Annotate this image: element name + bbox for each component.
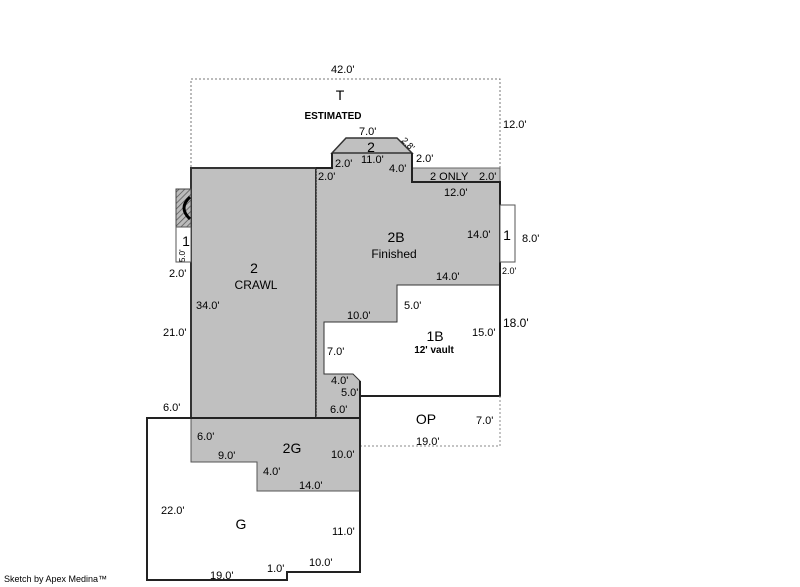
dim: 5.0' (404, 300, 421, 312)
area-crawl (190, 167, 317, 419)
dim: 10.0' (309, 557, 333, 569)
dim: 34.0' (196, 300, 220, 312)
dim: 4.0' (263, 466, 280, 478)
dim: 2.0' (502, 266, 517, 276)
area-top-bump (330, 137, 414, 154)
dim: 5.0' (178, 249, 187, 262)
dim: 18.0' (503, 316, 529, 330)
dim: 7.0' (327, 346, 344, 358)
dim: 14.0' (467, 229, 491, 241)
dim: 11.0' (361, 154, 384, 166)
dim: 19.0' (416, 436, 440, 448)
label-vault: 12' vault (414, 345, 454, 356)
label-2b: 2B (387, 229, 404, 245)
dim: 2.0' (416, 153, 433, 165)
dim: 6.0' (163, 402, 180, 414)
dim: 14.0' (436, 271, 460, 283)
label-t: T (336, 87, 345, 103)
area-left-1 (175, 226, 192, 263)
sketch-credit: Sketch by Apex Medina™ (4, 574, 108, 584)
dim: 1.0' (267, 563, 284, 575)
dim: 8.0' (522, 233, 539, 245)
label-finished: Finished (371, 247, 416, 261)
label-crawl: CRAWL (235, 278, 278, 292)
dim: 11.0' (332, 526, 355, 538)
area-op-outline (360, 396, 501, 447)
dim: 19.0' (210, 570, 234, 582)
dim: 4.0' (331, 375, 348, 387)
label-2g: 2G (283, 440, 302, 456)
label-estimated: ESTIMATED (304, 111, 361, 122)
dim: 4.0' (389, 163, 406, 175)
main-outline-top (316, 153, 333, 169)
dim: 21.0' (163, 327, 187, 339)
label-1b: 1B (426, 328, 443, 344)
label-crawl-2: 2 (250, 260, 258, 276)
dim: 2.0' (169, 268, 186, 280)
label-left-1: 1 (182, 233, 190, 249)
dim: 7.0' (359, 126, 376, 138)
label-2-only: 2 ONLY (430, 171, 469, 183)
dim: 12.0' (503, 119, 527, 131)
dim: 10.0' (347, 310, 371, 322)
area-right-1 (499, 204, 516, 263)
dim: 7.0' (476, 415, 493, 427)
dim: 14.0' (299, 480, 323, 492)
dim: 2.0' (318, 171, 335, 183)
dim: 6.0' (197, 431, 214, 443)
label-g: G (236, 516, 247, 532)
dim: 42.0' (331, 64, 355, 76)
dim: 6.0' (330, 404, 347, 416)
dim: 2.0' (335, 158, 352, 170)
dim: 9.0' (218, 450, 235, 462)
fireplace-icon (182, 195, 192, 221)
dimension-labels: 42.0' 12.0' 7.0' 2.8' 2.0' 2.0' 11.0' 4.… (161, 64, 539, 582)
dim: 10.0' (331, 449, 355, 461)
main-outline (360, 153, 501, 397)
dim: 12.0' (444, 187, 468, 199)
label-right-1: 1 (503, 227, 511, 243)
label-op: OP (416, 411, 436, 427)
dim: 2.0' (479, 171, 496, 183)
dim: 22.0' (161, 505, 185, 517)
label-top-bump: 2 (367, 139, 375, 155)
dim: 15.0' (472, 327, 496, 339)
dim: 5.0' (341, 387, 358, 399)
